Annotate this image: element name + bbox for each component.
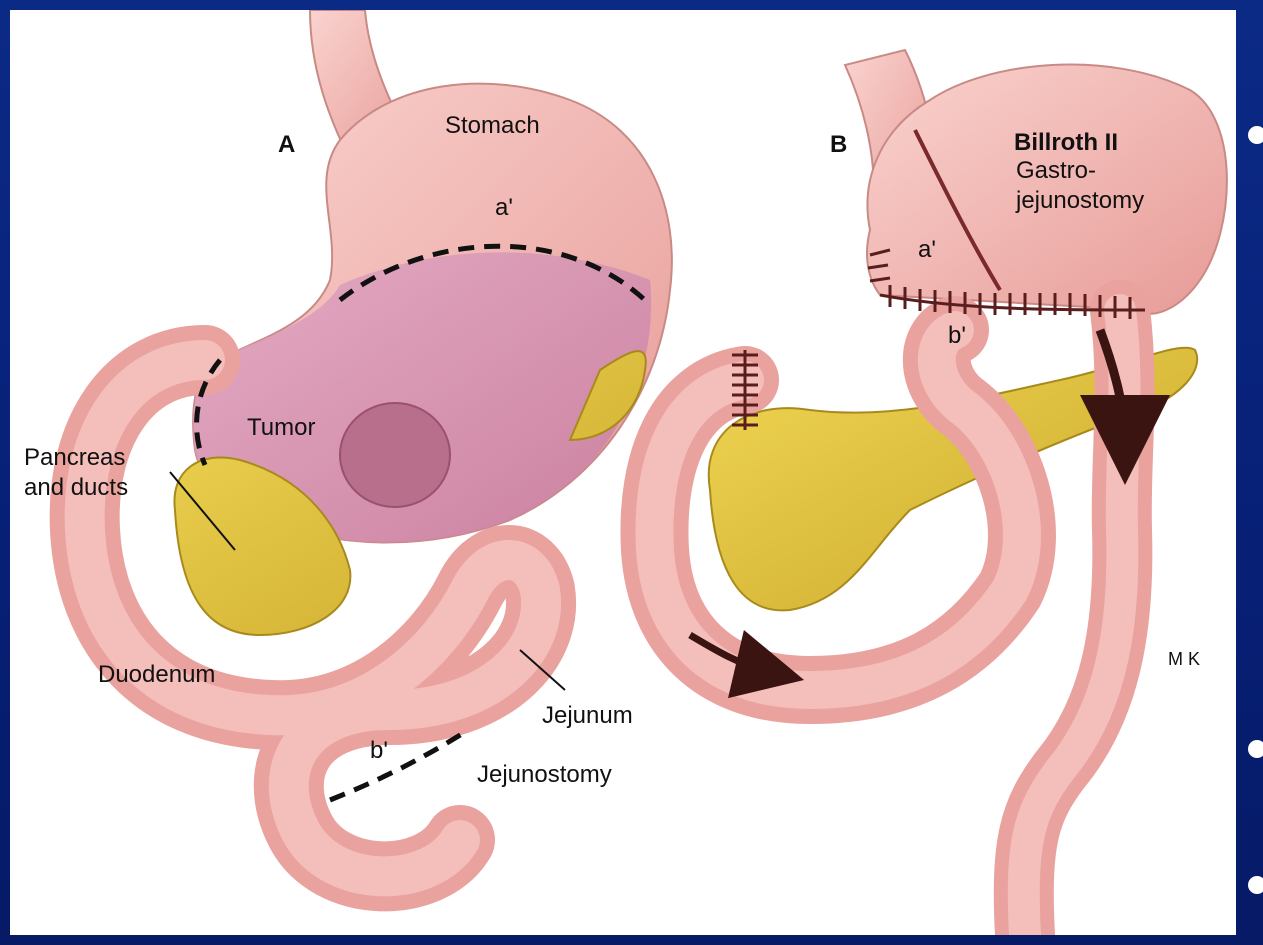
slide-bullet	[1248, 740, 1263, 758]
pancreas-label-line2: and ducts	[24, 474, 128, 501]
stump-suture	[732, 350, 758, 430]
resection-line-a	[338, 243, 652, 307]
resection-region	[193, 252, 652, 543]
billroth-subtitle-line1: Gastro-	[1016, 157, 1096, 184]
pancreas-label-line1: Pancreas	[24, 444, 125, 471]
b-prime-label-b: b'	[948, 322, 966, 349]
jejunostomy-label: Jejunostomy	[477, 761, 612, 788]
flow-arrow-afferent	[688, 629, 805, 699]
panel-a-letter: A	[278, 131, 295, 158]
panel-a: A Stomach a' Tumor Pancreas and ducts Du…	[24, 9, 673, 912]
pancreas-a	[173, 350, 647, 637]
stomach-fold-line	[913, 129, 1002, 292]
illustration-panel: A Stomach a' Tumor Pancreas and ducts Du…	[10, 9, 1236, 945]
flow-arrow-efferent	[1079, 328, 1170, 485]
billroth-title: Billroth II	[1014, 129, 1118, 156]
pancreas-leader-line	[169, 471, 236, 551]
panel-b-letter: B	[830, 131, 847, 158]
resection-line-b	[329, 729, 467, 803]
tumor-label: Tumor	[247, 414, 315, 441]
artist-signature: M K	[1168, 649, 1200, 669]
a-prime-label: a'	[495, 194, 513, 221]
a-prime-label-b: a'	[918, 236, 936, 263]
gastrectomy-diagram: A Stomach a' Tumor Pancreas and ducts Du…	[24, 9, 1228, 945]
b-prime-label: b'	[370, 737, 388, 764]
duodenum-label: Duodenum	[98, 661, 215, 688]
jejunum-label: Jejunum	[542, 702, 633, 729]
slide-bullet	[1248, 876, 1263, 894]
tumor-mass	[339, 402, 451, 508]
panel-b: B Billroth II Gastro- jejunostomy a' b' …	[620, 48, 1228, 945]
jejunum-leader-line	[519, 649, 566, 691]
resection-line-pylorus	[194, 358, 222, 466]
pancreas-b	[707, 346, 1199, 612]
billroth-subtitle-line2: jejunostomy	[1015, 187, 1144, 214]
suture-marks	[867, 248, 1132, 319]
stomach-label: Stomach	[445, 112, 540, 139]
slide-bullet	[1248, 126, 1263, 144]
